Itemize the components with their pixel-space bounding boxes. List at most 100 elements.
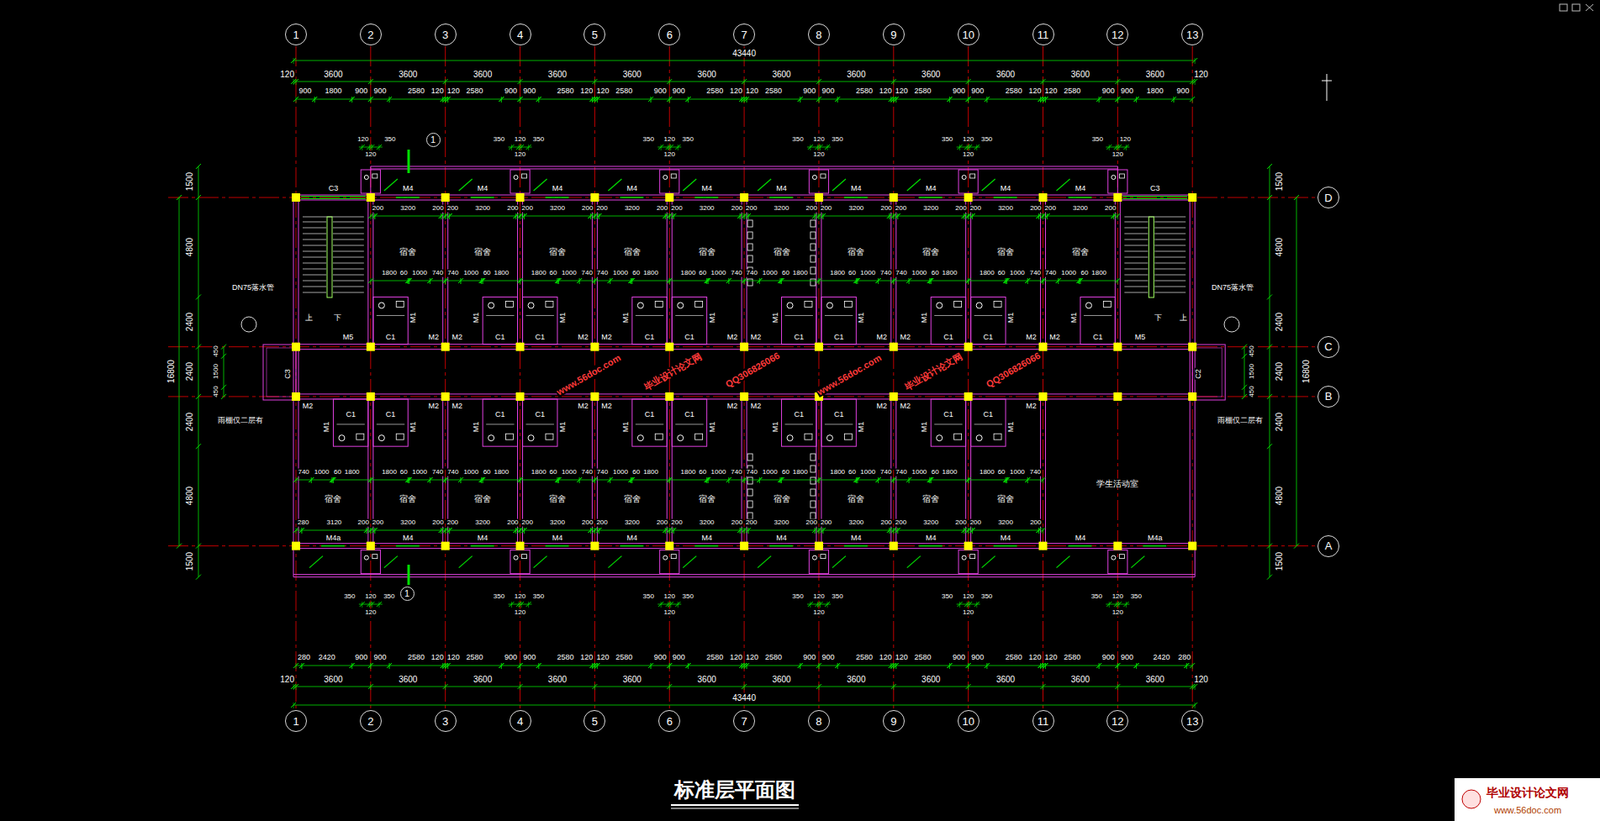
bathroom-box [632, 399, 667, 447]
dimension-text: 200 [954, 519, 967, 528]
shower-line [785, 423, 814, 425]
extension-line [351, 663, 353, 670]
dimension-text: 120 [446, 87, 461, 96]
toilet-symbol [786, 302, 793, 309]
dimension-tick [526, 601, 532, 608]
axis-label: 5 [591, 716, 598, 728]
extension-line [293, 702, 295, 709]
dimension-tick [443, 213, 449, 219]
dimension-tick [834, 96, 840, 102]
dimension-tick [293, 663, 299, 669]
extension-line [429, 278, 431, 285]
wall-line [298, 195, 300, 550]
dimension-text: 200 [954, 205, 967, 213]
column [1039, 343, 1048, 352]
dimension-text: 350 [1091, 136, 1104, 144]
dimension-tick [440, 96, 446, 102]
dimension-tick [516, 601, 522, 608]
dimension-text: 350 [642, 593, 655, 602]
extension-line [877, 477, 879, 484]
dimension-text: 1800 [530, 469, 548, 477]
dimension-tick [946, 663, 952, 669]
dimension-text: 120 [1111, 151, 1125, 159]
axis-bubble: 5 [583, 23, 606, 46]
dimension-tick [666, 213, 672, 219]
dimension-tick [480, 477, 486, 483]
dimension-tick [876, 477, 882, 483]
dimension-tick [779, 477, 785, 483]
bathroom-box [930, 399, 966, 447]
dimension-tick [443, 278, 449, 284]
dimension-tick [443, 79, 449, 85]
dimension-text: 1800 [642, 469, 660, 477]
axis-label: 3 [442, 716, 449, 728]
dimension-text: 1800 [1145, 87, 1165, 96]
dimension-tick [1106, 144, 1112, 150]
room-name: 宿舍 [772, 247, 792, 257]
dimension-tick [961, 528, 967, 534]
dimension-text: 740 [879, 469, 893, 477]
column [814, 343, 824, 352]
axis-bubble: 13 [1181, 23, 1204, 46]
axis-bubble: 9 [882, 710, 905, 733]
column [441, 392, 450, 402]
sink-symbol [506, 300, 514, 307]
wall-line [293, 195, 295, 550]
dimension-text: 900 [503, 87, 518, 96]
dimension-text: 280 [296, 654, 312, 663]
dimension-tick [816, 96, 822, 102]
dimension-tick [895, 528, 901, 534]
dimension-text: 900 [653, 654, 668, 663]
dimension-tick [498, 96, 504, 102]
extension-line [687, 663, 689, 670]
dimension-text: 1000 [1060, 269, 1078, 278]
dimension-text: 3200 [474, 205, 492, 213]
dimension-tick [1042, 96, 1048, 102]
extension-line [515, 528, 517, 534]
dimension-tick [1036, 528, 1042, 534]
extension-line [448, 213, 450, 220]
column [516, 392, 525, 402]
dimension-tick [797, 663, 803, 669]
dimension-tick [964, 601, 970, 608]
dimension-line [1296, 197, 1298, 547]
sink-symbol [810, 501, 816, 508]
stair-direction: 下 [332, 314, 343, 323]
dimension-tick [596, 213, 602, 219]
dimension-text: 2580 [464, 87, 484, 96]
section-bar [407, 149, 411, 174]
extension-line [818, 528, 819, 534]
door-swing [982, 556, 996, 569]
dimension-tick [517, 663, 523, 669]
dimension-tick [591, 96, 597, 102]
extension-line [369, 278, 371, 285]
door-code: M4 [850, 534, 863, 544]
title-underline [670, 804, 799, 807]
dimension-tick [964, 144, 970, 150]
watermark: 毕业设计论文网 [641, 350, 704, 393]
dimension-tick [368, 663, 374, 669]
dimension-text: 3600 [920, 675, 941, 685]
dimension-text: 120 [513, 609, 527, 618]
dimension-tick [368, 663, 374, 669]
extension-line [670, 601, 671, 608]
balcony-rail [1117, 166, 1119, 196]
dimension-tick [812, 213, 818, 219]
dimension-text: 200 [371, 519, 385, 528]
dimension-tick [906, 477, 912, 483]
stair-tread [1124, 251, 1148, 253]
column [590, 392, 599, 402]
stair-tread [332, 257, 365, 259]
dimension-tick [308, 477, 314, 483]
dimension-tick [443, 663, 449, 669]
axis-label: 11 [1037, 716, 1050, 728]
dimension-tick [966, 96, 972, 102]
dimension-tick [876, 278, 882, 284]
extension-line [818, 477, 819, 484]
dimension-text: 120 [894, 87, 909, 96]
extension-line [429, 477, 431, 484]
dimension-tick [961, 213, 967, 219]
room-name: 宿舍 [996, 247, 1015, 257]
dimension-tick [458, 278, 464, 284]
window-code: C1 [644, 411, 656, 420]
